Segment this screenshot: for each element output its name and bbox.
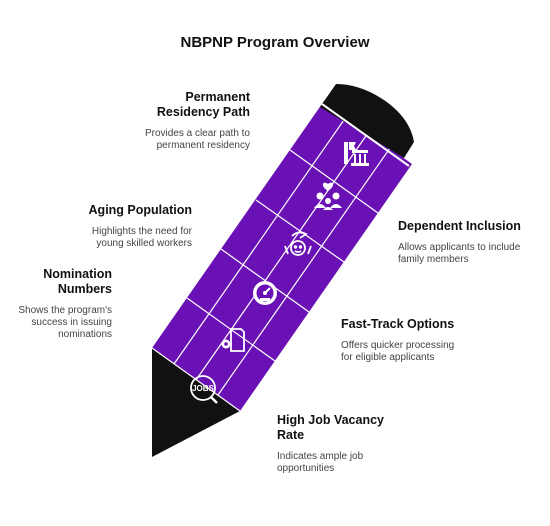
grid-line [289, 149, 379, 214]
callout-desc-line: Indicates ample job [277, 451, 364, 462]
pencil-cap [320, 84, 414, 167]
pencil-body [152, 101, 412, 411]
callout-aging-population: Aging Population Highlights the need for… [50, 203, 192, 250]
callout-title: High Job Vacancy Rate [277, 413, 427, 443]
callout-description: Indicates ample job opportunities [277, 451, 427, 475]
callout-dependent-inclusion: Dependent Inclusion Allows applicants to… [398, 219, 548, 266]
document-gear-icon [221, 328, 245, 352]
callout-desc-line: young skilled workers [96, 238, 192, 249]
callout-title: Aging Population [50, 203, 192, 218]
callout-nomination-numbers: Nomination Numbers Shows the program's s… [10, 267, 112, 341]
callout-title: Fast-Track Options [341, 317, 501, 332]
callout-description: Allows applicants to include family memb… [398, 242, 548, 266]
callout-desc-line: Shows the program's [18, 305, 112, 316]
pencil-tip [151, 347, 241, 457]
callout-desc-line: family members [398, 254, 469, 265]
callout-desc-line: Offers quicker processing [341, 340, 455, 351]
grid-line [217, 147, 391, 396]
callout-title-line: High Job Vacancy [277, 413, 384, 427]
callout-description: Provides a clear path to permanent resid… [110, 128, 250, 152]
grid-line [195, 132, 369, 381]
callout-title-line: Numbers [57, 282, 112, 296]
callout-title-line: Nomination [43, 267, 112, 281]
callout-desc-line: nominations [58, 329, 112, 340]
building-flag-icon [344, 142, 369, 166]
callout-title: Permanent Residency Path [110, 90, 250, 120]
grid-line [255, 199, 345, 263]
callout-title: Nomination Numbers [10, 267, 112, 297]
grid-line [220, 248, 310, 313]
pencil-cap-shape [320, 84, 414, 158]
callout-desc-line: Highlights the need for [91, 226, 192, 237]
hand-care-icon [284, 231, 312, 256]
callout-desc-line: Allows applicants to include [398, 242, 521, 253]
diagram-title: NBPNP Program Overview [180, 34, 370, 51]
jobs-search-icon: JOBS [190, 375, 218, 404]
family-icon [314, 182, 342, 210]
cap-band [321, 103, 410, 167]
callout-title: Dependent Inclusion [398, 219, 548, 234]
callout-description: Offers quicker processing for eligible a… [341, 340, 501, 364]
pencil-grid [173, 116, 391, 396]
callout-permanent-residency: Permanent Residency Path Provides a clea… [110, 90, 250, 152]
grid-line [173, 116, 347, 365]
callout-fast-track: Fast-Track Options Offers quicker proces… [341, 317, 501, 364]
callout-high-job-vacancy: High Job Vacancy Rate Indicates ample jo… [277, 413, 427, 475]
callout-desc-line: for eligible applicants [341, 352, 435, 363]
callout-title-line: Aging Population [88, 203, 192, 217]
callout-title-line: Dependent Inclusion [398, 219, 521, 233]
callout-description: Highlights the need for young skilled wo… [50, 226, 192, 250]
jobs-icon-label: JOBS [192, 384, 214, 393]
callout-title-line: Rate [277, 428, 305, 442]
callout-title-line: Permanent [185, 90, 250, 104]
callout-desc-line: success in issuing [31, 317, 112, 328]
callout-desc-line: permanent residency [156, 140, 250, 151]
callout-desc-line: opportunities [277, 463, 335, 474]
callout-title-line: Residency Path [156, 105, 250, 119]
callout-title-line: Fast-Track Options [341, 317, 455, 331]
tip-edge [151, 347, 241, 412]
speedometer-icon [253, 281, 277, 305]
callout-desc-line: Provides a clear path to [144, 128, 250, 139]
pencil-tip-shape [152, 348, 240, 457]
callout-description: Shows the program's success in issuing n… [10, 305, 112, 341]
